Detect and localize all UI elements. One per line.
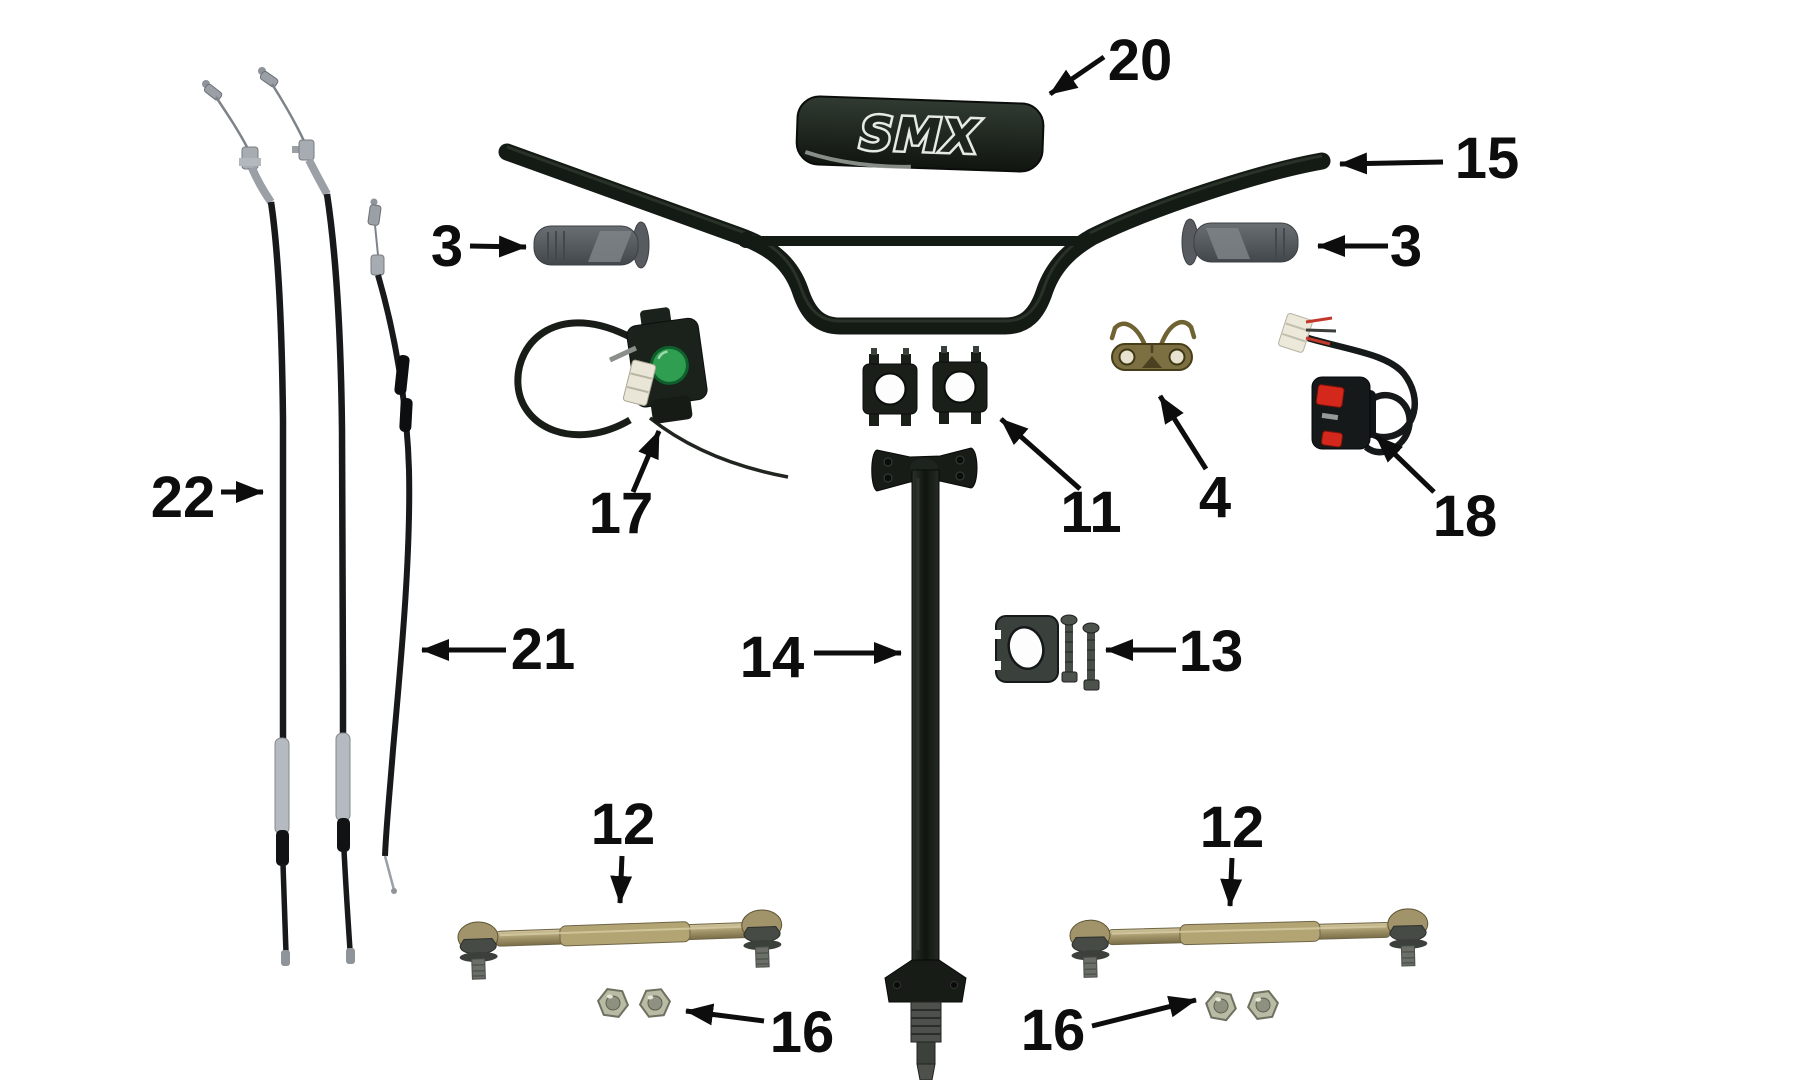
- label-4: 4: [1199, 465, 1231, 530]
- stem-bottom-bracket: [884, 959, 967, 1003]
- hex-nuts-right: [1205, 990, 1279, 1022]
- handlebar-pad: SMX: [795, 95, 1045, 173]
- label-12-right: 12: [1200, 795, 1265, 860]
- spring-link-clip: [1109, 320, 1197, 371]
- cable-adjuster: [298, 139, 315, 161]
- switch-label: [1321, 412, 1339, 421]
- black-wire: [1305, 328, 1337, 333]
- red-rocker-button: [1315, 384, 1345, 408]
- steering-stem: [871, 447, 978, 1080]
- grip-right: [1181, 218, 1299, 266]
- label-15: 15: [1455, 126, 1520, 191]
- lever-arm: [608, 345, 638, 363]
- cable-end-barrel: [367, 204, 382, 226]
- red-button: [1321, 430, 1343, 448]
- handlebar-clamp-left: [862, 348, 918, 426]
- red-wire: [1305, 336, 1331, 346]
- tie-rod-left: [457, 909, 783, 980]
- callout-arrows: [221, 54, 1444, 1029]
- pad-glare: [804, 150, 911, 169]
- arrow-12-left: [610, 855, 633, 904]
- label-14: 14: [740, 625, 805, 690]
- wire-connector: [622, 359, 657, 406]
- label-21: 21: [511, 617, 576, 682]
- label-12-left: 12: [591, 792, 656, 857]
- arrow-18: [1374, 434, 1436, 494]
- cable-sleeve: [274, 737, 290, 835]
- hex-nut: [1247, 990, 1279, 1020]
- ball-joint: [457, 921, 499, 980]
- cable-long-1: [202, 80, 290, 966]
- cable-short: [367, 198, 413, 894]
- arrow-11: [999, 417, 1082, 491]
- ball-joint: [1069, 919, 1111, 978]
- rod-turnbuckle: [559, 921, 691, 947]
- handlebar: [498, 143, 1331, 335]
- label-16-right: 16: [1021, 998, 1086, 1063]
- crossbar-weld: [1078, 232, 1094, 248]
- clamp-bolt: [1082, 622, 1100, 691]
- arrow-16-right: [1091, 995, 1197, 1029]
- arrow-12-right: [1220, 857, 1243, 907]
- arrow-20: [1048, 54, 1106, 97]
- ball-joint: [1387, 908, 1429, 967]
- cable-end-cap: [346, 948, 355, 964]
- clamp-bore: [1007, 625, 1045, 671]
- label-16-left: 16: [770, 1000, 835, 1065]
- part-number-labels: 20 15 3 3 17 11 4 18 22 21 14 13 12 12 1…: [151, 28, 1520, 1065]
- cable-adjuster: [370, 254, 385, 276]
- cable-end-barrel: [259, 70, 279, 88]
- label-13: 13: [1179, 619, 1244, 684]
- grip-left: [533, 221, 650, 269]
- stem-threaded-section: [910, 1001, 942, 1043]
- throttle-cable-loop: [514, 319, 634, 439]
- label-11: 11: [1060, 480, 1121, 545]
- stem-tip: [916, 1063, 936, 1080]
- arrow-4: [1157, 394, 1209, 471]
- arrow-15: [1339, 152, 1444, 175]
- label-22: 22: [151, 465, 216, 530]
- tie-rod-right: [1069, 908, 1429, 978]
- clamp-bore: [943, 370, 977, 404]
- arrow-16-left: [685, 1003, 765, 1026]
- label-18: 18: [1433, 484, 1498, 549]
- hex-nut: [1205, 990, 1237, 1022]
- label-3-left: 3: [431, 214, 463, 279]
- red-wire: [1305, 316, 1333, 324]
- cable-sleeve: [335, 732, 351, 822]
- cable-long-2: [258, 67, 355, 964]
- pad-logo-text: SMX: [859, 106, 982, 164]
- clamp-bolt: [1060, 614, 1078, 683]
- crossbar-weld: [738, 232, 754, 248]
- label-3-right: 3: [1390, 214, 1422, 279]
- clamp-bore: [873, 372, 907, 406]
- arrow-17: [630, 430, 662, 493]
- cable-end-barrel: [203, 83, 223, 101]
- throttle-cable-tail: [648, 416, 789, 479]
- hex-nut: [638, 988, 672, 1018]
- ball-joint: [741, 909, 783, 968]
- throttle-lever-assembly: [514, 307, 789, 479]
- hex-nut: [597, 988, 629, 1018]
- rod-turnbuckle: [1179, 920, 1321, 946]
- label-20: 20: [1108, 28, 1173, 93]
- arrow-3-left: [469, 235, 527, 258]
- hex-nuts-left: [597, 988, 672, 1018]
- stem-shaft: [911, 469, 940, 966]
- cable-end-cap: [281, 950, 290, 966]
- handlebar-clamp-right: [932, 346, 988, 424]
- label-17: 17: [589, 481, 654, 546]
- clamp-block-with-bolts: [993, 614, 1100, 691]
